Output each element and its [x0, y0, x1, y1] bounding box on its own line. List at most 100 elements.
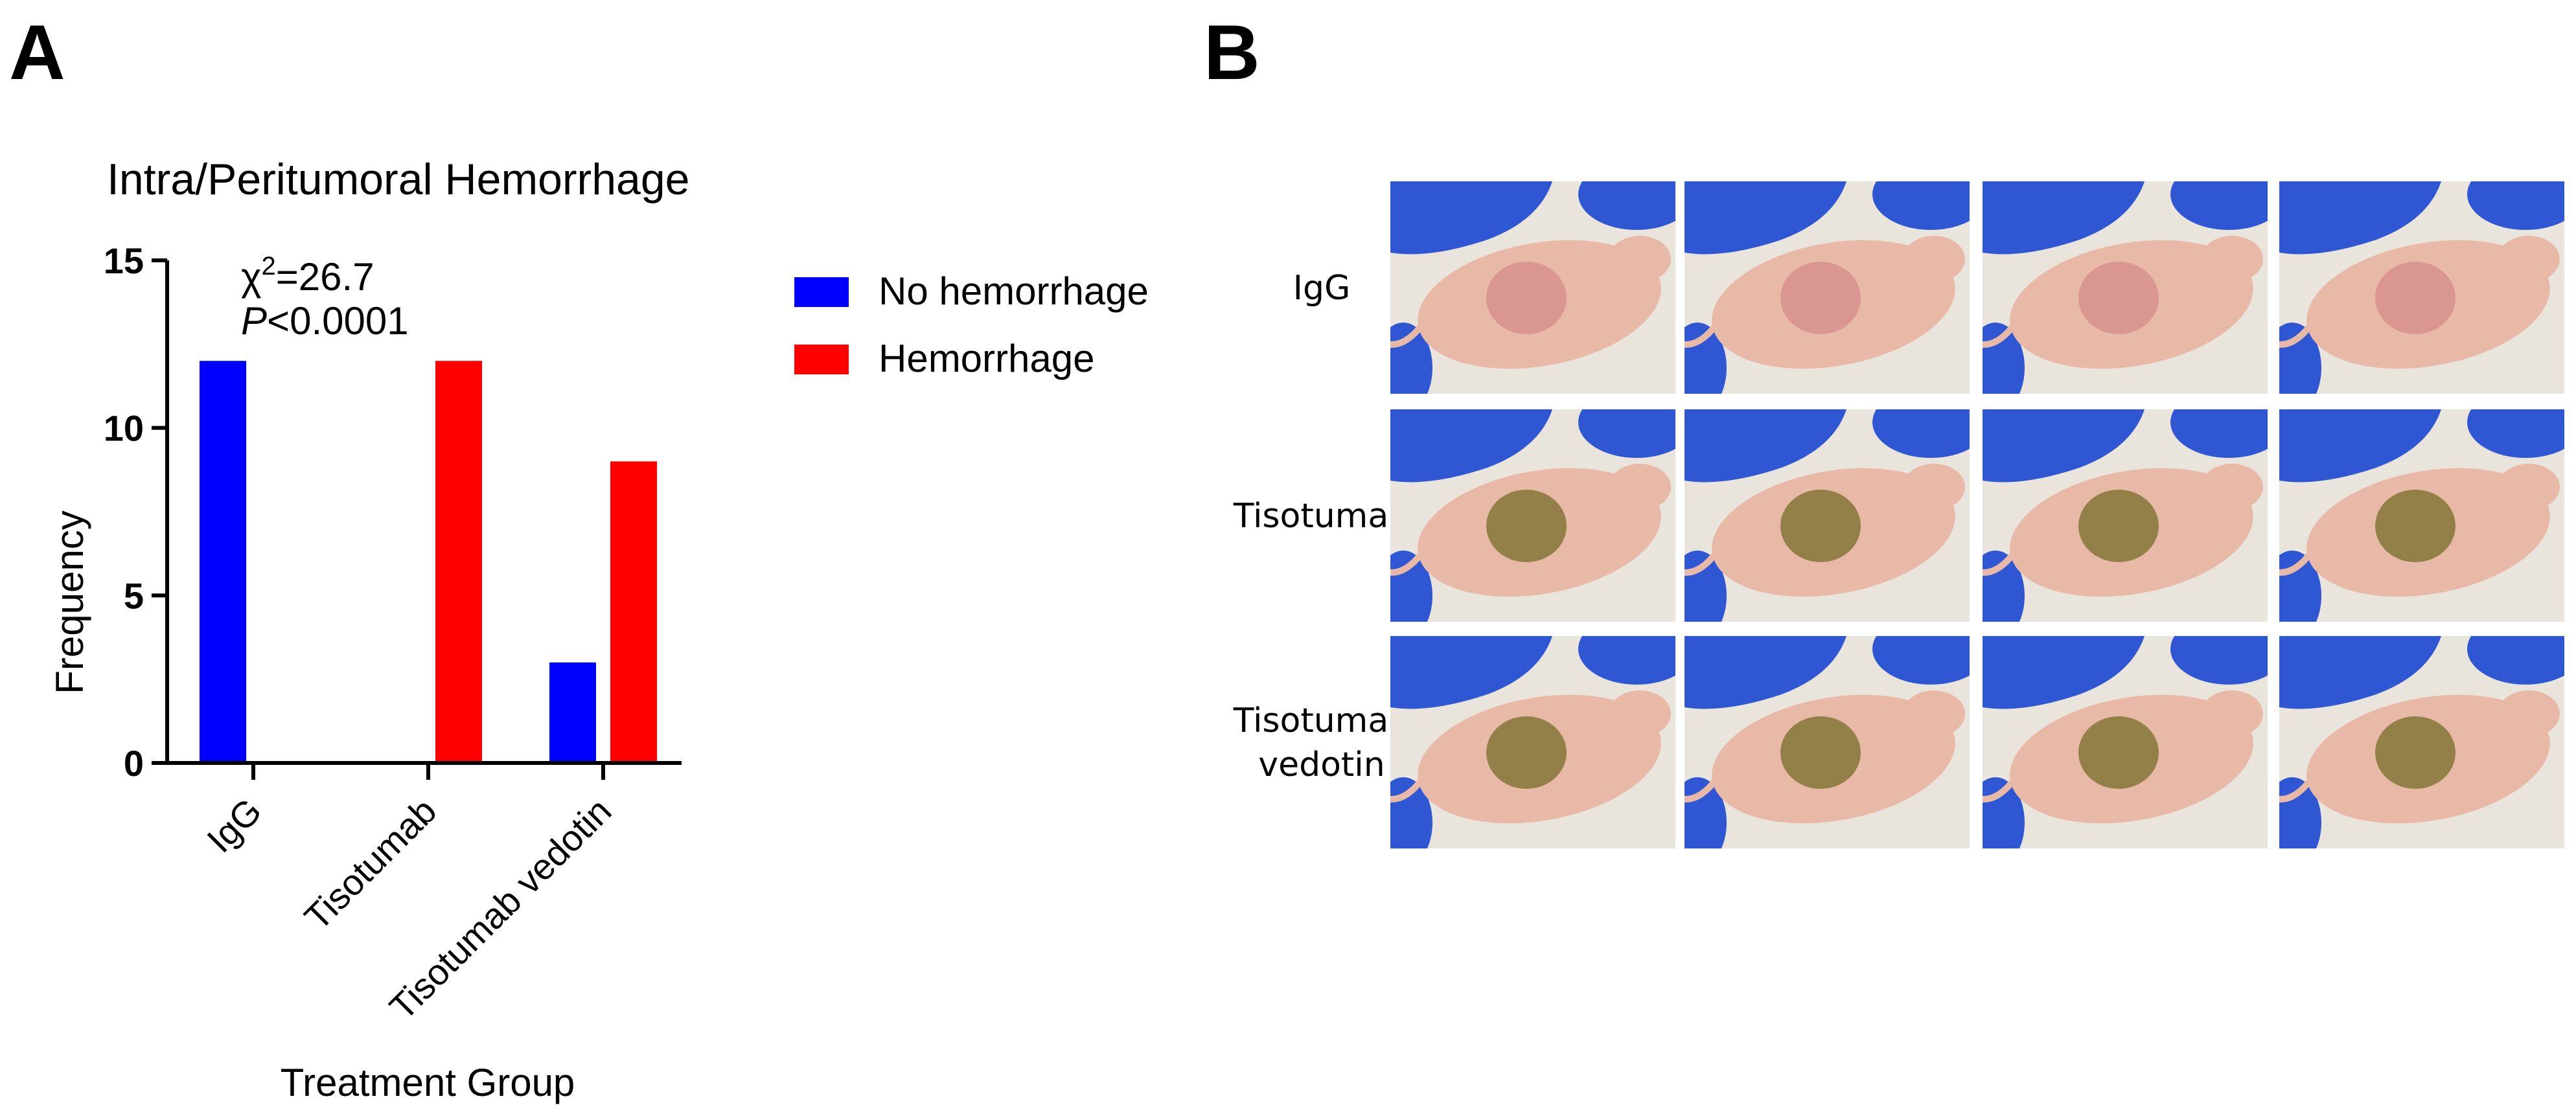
panel-b-letter: B	[1204, 9, 1260, 96]
y-tick-label-10: 10	[104, 408, 144, 449]
mouse-tail	[1983, 321, 2018, 348]
tumor	[1780, 716, 1861, 789]
p-symbol: P	[241, 299, 267, 343]
tumor	[1780, 262, 1861, 334]
mouse-photo-r1-c3	[2279, 409, 2564, 622]
legend-swatch-1	[794, 345, 849, 374]
mouse-tail	[2279, 549, 2314, 576]
tumor	[2375, 262, 2455, 334]
glove-shape	[2170, 636, 2268, 685]
glove-shape	[2467, 409, 2564, 458]
mouse-tail	[1983, 776, 2018, 802]
bars-layer	[200, 361, 657, 763]
mouse-photo-r0-c1	[1685, 181, 1970, 394]
hemorrhage-bar-chart: Intra/Peritumoral Hemorrhage χ2=26.7 P<0…	[48, 155, 1149, 1104]
chi-value: =26.7	[276, 255, 374, 299]
glove-shape	[1578, 181, 1675, 230]
glove-shape	[1390, 181, 1552, 255]
glove-shape	[1983, 636, 2145, 709]
mouse-tail	[1390, 321, 1425, 348]
mouse-photo-r2-c0	[1390, 636, 1675, 848]
tumor	[2078, 716, 2159, 789]
row-label-2-line-0: Tisotumab	[1233, 701, 1410, 740]
glove-shape	[1390, 409, 1552, 483]
mouse-photo-r2-c1	[1685, 636, 1970, 848]
glove-shape	[2170, 409, 2268, 458]
p-value: <0.0001	[267, 299, 409, 343]
mouse-tail	[1390, 549, 1425, 576]
glove-shape	[2467, 636, 2564, 685]
mouse-head	[2498, 236, 2560, 282]
mouse-head	[1903, 690, 1965, 737]
legend-label-1: Hemorrhage	[879, 337, 1095, 380]
mouse-tail	[1685, 549, 1719, 576]
row-label-0-line-0: IgG	[1293, 269, 1351, 308]
bar-hemorrhage-tisotumab	[435, 361, 482, 763]
glove-shape	[1685, 181, 1846, 255]
tumor	[2375, 716, 2455, 789]
glove-shape	[1685, 409, 1846, 483]
bar-no-hemorrhage-tisotumab-vedotin	[549, 662, 596, 763]
x-axis-label: Treatment Group	[281, 1061, 575, 1104]
glove-shape	[1578, 636, 1675, 685]
glove-shape	[1578, 409, 1675, 458]
y-tick-label-5: 5	[124, 575, 144, 616]
tumor	[2078, 490, 2159, 562]
glove-shape	[1983, 181, 2145, 255]
glove-shape	[1983, 409, 2145, 483]
chart-title: Intra/Peritumoral Hemorrhage	[107, 155, 689, 204]
tumor	[1780, 490, 1861, 562]
glove-shape	[2170, 181, 2268, 230]
legend-label-0: No hemorrhage	[879, 269, 1149, 313]
chi-square-annotation: χ2=26.7	[241, 252, 374, 299]
mouse-head	[2201, 236, 2263, 282]
mouse-photo-r1-c0	[1390, 409, 1675, 622]
mouse-tail	[2279, 776, 2314, 802]
glove-shape	[1390, 636, 1552, 709]
mouse-head	[2201, 464, 2263, 510]
y-axis-label: Frequency	[48, 510, 91, 694]
tumor	[1486, 490, 1567, 562]
y-tick-label-15: 15	[104, 240, 144, 281]
mouse-head	[1903, 236, 1965, 282]
glove-shape	[1685, 636, 1846, 709]
tumor	[1486, 716, 1567, 789]
p-value-annotation: P<0.0001	[241, 299, 409, 343]
panel-a-letter: A	[9, 9, 65, 96]
mouse-photo-r2-c2	[1983, 636, 2268, 848]
mouse-head	[1903, 464, 1965, 510]
mouse-photo-r2-c3	[2279, 636, 2564, 848]
x-tick-label-tisotumab: Tisotumab	[297, 790, 444, 938]
mouse-tail	[1983, 549, 2018, 576]
mouse-tail	[2279, 321, 2314, 348]
row-label-2-line-1: vedotin	[1258, 745, 1385, 784]
mouse-tail	[1685, 776, 1719, 802]
mouse-photo-r0-c2	[1983, 181, 2268, 394]
mouse-photo-r1-c2	[1983, 409, 2268, 622]
x-tick-label-igg: IgG	[199, 790, 269, 860]
tumor	[2078, 262, 2159, 334]
glove-shape	[2279, 409, 2441, 483]
mouse-photo-r1-c1	[1685, 409, 1970, 622]
y-tick-label-0: 0	[124, 743, 144, 784]
mouse-head	[1609, 464, 1671, 510]
row-label-1-line-0: Tisotumab	[1233, 497, 1410, 536]
glove-shape	[2467, 181, 2564, 230]
chi-symbol: χ	[241, 255, 262, 299]
mouse-tail	[1390, 776, 1425, 802]
mouse-head	[1609, 690, 1671, 737]
tumor	[1486, 262, 1567, 334]
mouse-head	[2498, 464, 2560, 510]
glove-shape	[1872, 636, 1970, 685]
bar-no-hemorrhage-igg	[200, 361, 246, 763]
glove-shape	[2279, 636, 2441, 709]
chi-exponent: 2	[262, 252, 276, 280]
bar-hemorrhage-tisotumab-vedotin	[610, 461, 657, 763]
mouse-head	[2498, 690, 2560, 737]
mouse-photo-r0-c0	[1390, 181, 1675, 394]
glove-shape	[1872, 409, 1970, 458]
mouse-photo-r0-c3	[2279, 181, 2564, 394]
